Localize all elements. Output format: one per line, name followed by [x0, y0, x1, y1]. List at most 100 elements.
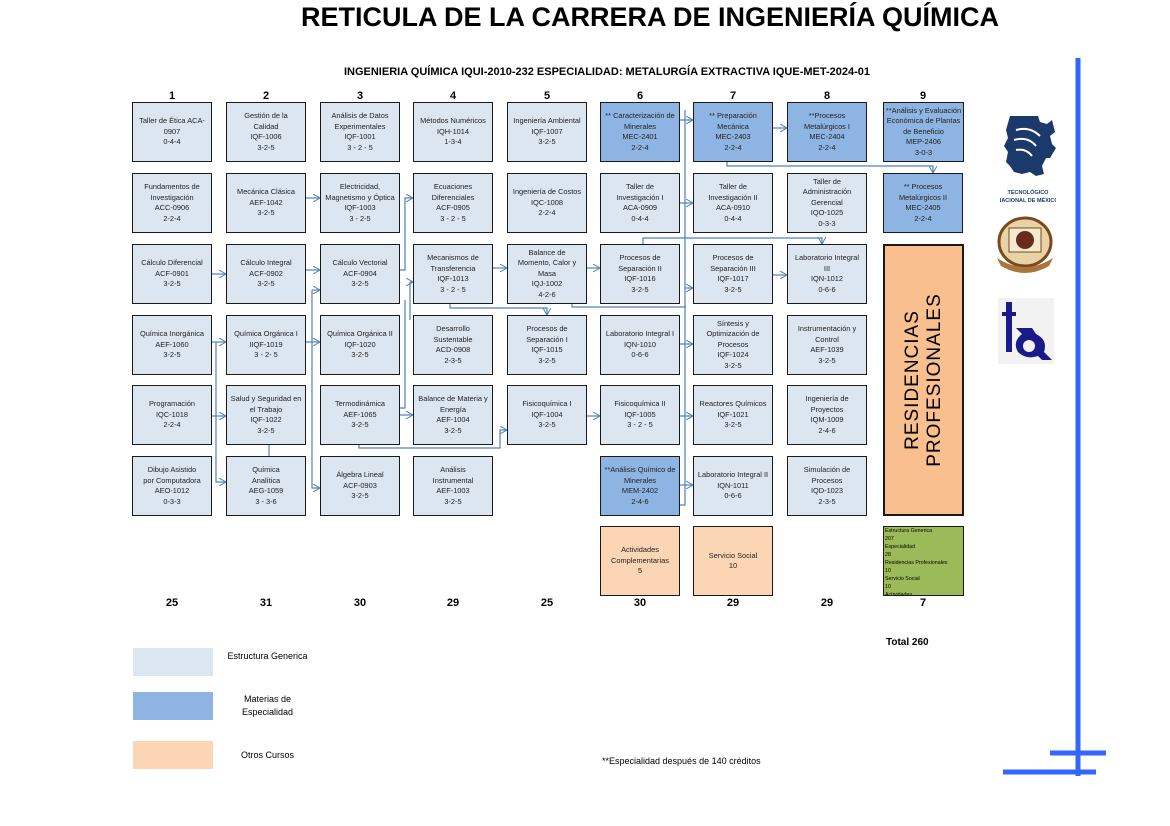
course-text-line: IQF-1015 — [531, 345, 563, 354]
course-text-line: Procesos — [811, 475, 843, 485]
semester-credits: 29 — [726, 597, 740, 609]
course-text-line: Cálculo Integral — [240, 258, 292, 268]
course-text-line: Química Inorgánica — [139, 329, 205, 339]
legend-label-specialty: Materias de Especialidad — [241, 694, 294, 717]
course-text-line: 0-4-4 — [724, 213, 742, 223]
semester-number: 8 — [823, 90, 831, 102]
course-text-line: Experimentales — [334, 121, 386, 131]
course-text-line: 3-2-5 — [444, 425, 462, 435]
semester-credits: 25 — [165, 597, 179, 609]
summary-line: Servicio Social — [885, 576, 920, 582]
course-text-line: 3 - 3-6 — [255, 496, 277, 506]
course-text-line: 0-4-4 — [631, 213, 649, 223]
course-text-line: Servicio Social — [708, 550, 758, 560]
course-text-line: Gestión de la — [244, 111, 288, 120]
course-text-line: 3-2-5 — [631, 284, 649, 294]
course-text-line: 2-2-4 — [163, 213, 181, 223]
course-text-line: III — [823, 263, 831, 273]
course-text-line: 0-6-6 — [631, 350, 649, 360]
course-text-line: 3 - 2 - 5 — [347, 142, 373, 152]
course-text-line: IQF-1017 — [717, 274, 749, 283]
course-text-line: Balance de — [528, 247, 566, 257]
course-text-line: 2-3-5 — [444, 355, 462, 365]
semester-number: 3 — [356, 90, 364, 102]
course-text-line: 3-2-5 — [351, 279, 369, 289]
course-text-line: Instrumentación y — [797, 324, 857, 333]
course-text-line: Metalúrgicos II — [898, 192, 948, 202]
course-text-line: Energía — [440, 404, 466, 414]
legend-swatch-other — [133, 741, 213, 769]
course-text-line: Administración — [802, 187, 852, 197]
course-text-line: AEF-1042 — [249, 197, 283, 207]
semester-credits: 29 — [446, 597, 460, 609]
course-text-line: Instrumental — [432, 475, 474, 485]
course-text-line: AEF-1060 — [155, 339, 189, 349]
course-text-line: Diferenciales — [431, 192, 475, 202]
course-text-line: 3 - 2-5 — [349, 213, 371, 223]
course-text-line: ACA-0910 — [715, 203, 751, 212]
course-text-line: 0-3-3 — [163, 496, 181, 506]
course-text-line: 3-2-5 — [257, 208, 275, 218]
course-text-line: Complementarias — [611, 555, 669, 565]
course-text-line: Momento, Calor y — [517, 258, 577, 268]
course-text-line: ACF-0901 — [155, 268, 189, 278]
course-text-line: 3-2-5 — [538, 420, 556, 430]
course-text-line: Laboratorio Integral II — [697, 470, 769, 480]
course-text-line: Procesos — [717, 339, 749, 349]
course-text-line: 3-2-5 — [538, 355, 556, 365]
course-text-line: IQH-1014 — [436, 126, 470, 136]
